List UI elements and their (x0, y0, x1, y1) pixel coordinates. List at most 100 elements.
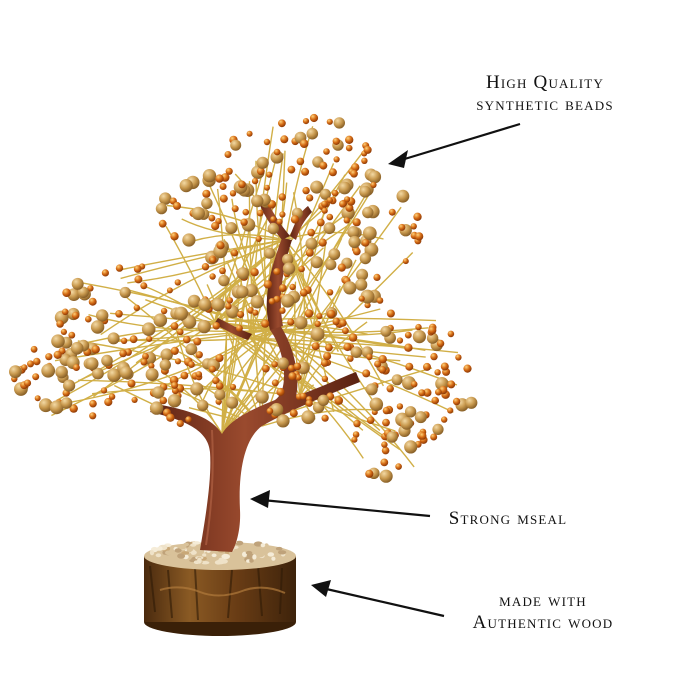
amber-bead (395, 463, 402, 470)
amber-bead (302, 118, 310, 125)
gold-bead (281, 294, 295, 308)
amber-bead (418, 389, 426, 397)
amber-bead (332, 137, 340, 145)
amber-bead (224, 151, 232, 158)
amber-bead (34, 395, 41, 402)
gold-bead (362, 206, 374, 219)
gold-bead (317, 394, 330, 406)
wire-strand (145, 285, 216, 323)
wire-strand (261, 408, 379, 427)
amber-bead (85, 315, 92, 323)
amber-bead (71, 311, 80, 320)
stone-chip (235, 540, 244, 546)
gold-bead (276, 414, 290, 428)
amber-bead (68, 331, 76, 339)
callout-strong-mseal: Strong mseal (408, 508, 608, 530)
gold-bead (368, 170, 382, 184)
gold-bead (323, 222, 336, 235)
gold-bead (306, 127, 319, 140)
callout-synthetic-beads: High Quality synthetic beads (440, 72, 650, 116)
amber-bead (273, 268, 281, 276)
amber-bead (101, 269, 109, 277)
amber-bead (134, 275, 143, 284)
amber-bead (289, 409, 298, 418)
amber-bead (366, 416, 375, 425)
stone-chip (181, 551, 190, 555)
amber-bead (309, 113, 319, 123)
amber-bead (215, 382, 224, 390)
gold-bead (328, 248, 341, 261)
amber-bead (160, 307, 168, 315)
amber-bead (299, 288, 308, 297)
amber-bead (323, 352, 332, 361)
amber-bead (56, 320, 64, 328)
amber-bead (430, 352, 438, 361)
gold-bead (49, 400, 64, 415)
amber-bead (306, 194, 314, 202)
amber-bead (405, 362, 414, 371)
gold-bead (310, 256, 323, 269)
amber-bead (321, 207, 328, 214)
stone-chip (255, 553, 265, 558)
amber-bead (293, 362, 302, 371)
amber-bead (331, 189, 339, 197)
amber-bead (166, 413, 175, 422)
amber-bead (440, 362, 449, 371)
amber-bead (381, 441, 388, 448)
amber-bead (337, 263, 346, 272)
stone-chip (246, 559, 251, 563)
gold-bead (267, 222, 279, 235)
amber-bead (208, 365, 216, 373)
amber-bead (30, 345, 38, 353)
amber-bead (174, 279, 181, 286)
amber-bead (195, 351, 203, 359)
amber-bead (23, 379, 32, 387)
amber-bead (202, 189, 211, 198)
amber-bead (27, 360, 34, 368)
amber-bead (215, 174, 224, 183)
amber-bead (237, 310, 245, 319)
amber-bead (247, 307, 254, 314)
amber-bead (319, 161, 328, 170)
amber-bead (339, 200, 347, 208)
gold-bead (67, 288, 81, 301)
amber-bead (176, 419, 184, 428)
amber-bead (376, 297, 384, 304)
amber-bead (414, 232, 424, 241)
gold-bead (191, 206, 205, 221)
amber-bead (344, 196, 351, 203)
amber-bead (140, 282, 148, 290)
amber-bead (298, 265, 305, 273)
amber-bead (327, 309, 336, 319)
stone-chip (271, 556, 276, 561)
gold-bead (255, 390, 269, 404)
amber-bead (321, 414, 329, 422)
gold-bead (9, 365, 22, 379)
gold-bead (119, 286, 131, 299)
amber-bead (188, 361, 195, 368)
callout-beads-line1: High Quality (485, 72, 605, 93)
amber-bead (169, 375, 179, 385)
amber-bead (166, 287, 173, 294)
callout-mseal-line1: Strong mseal (448, 508, 568, 529)
gold-bead (369, 397, 384, 412)
amber-bead (278, 284, 287, 292)
gold-bead (386, 431, 398, 443)
wire-strand (54, 329, 276, 362)
amber-bead (255, 235, 262, 242)
amber-bead (333, 156, 340, 163)
amber-bead (240, 218, 248, 226)
amber-bead (415, 323, 422, 331)
amber-bead (352, 218, 361, 227)
amber-bead (211, 221, 220, 231)
stone-chip (202, 553, 207, 557)
amber-bead (142, 352, 149, 360)
gold-bead (333, 117, 345, 129)
amber-bead (87, 285, 94, 292)
amber-bead (263, 138, 271, 146)
amber-bead (301, 167, 310, 176)
amber-bead (209, 257, 216, 264)
amber-bead (288, 372, 297, 381)
gold-bead (250, 295, 264, 309)
wire-strand (221, 383, 261, 435)
